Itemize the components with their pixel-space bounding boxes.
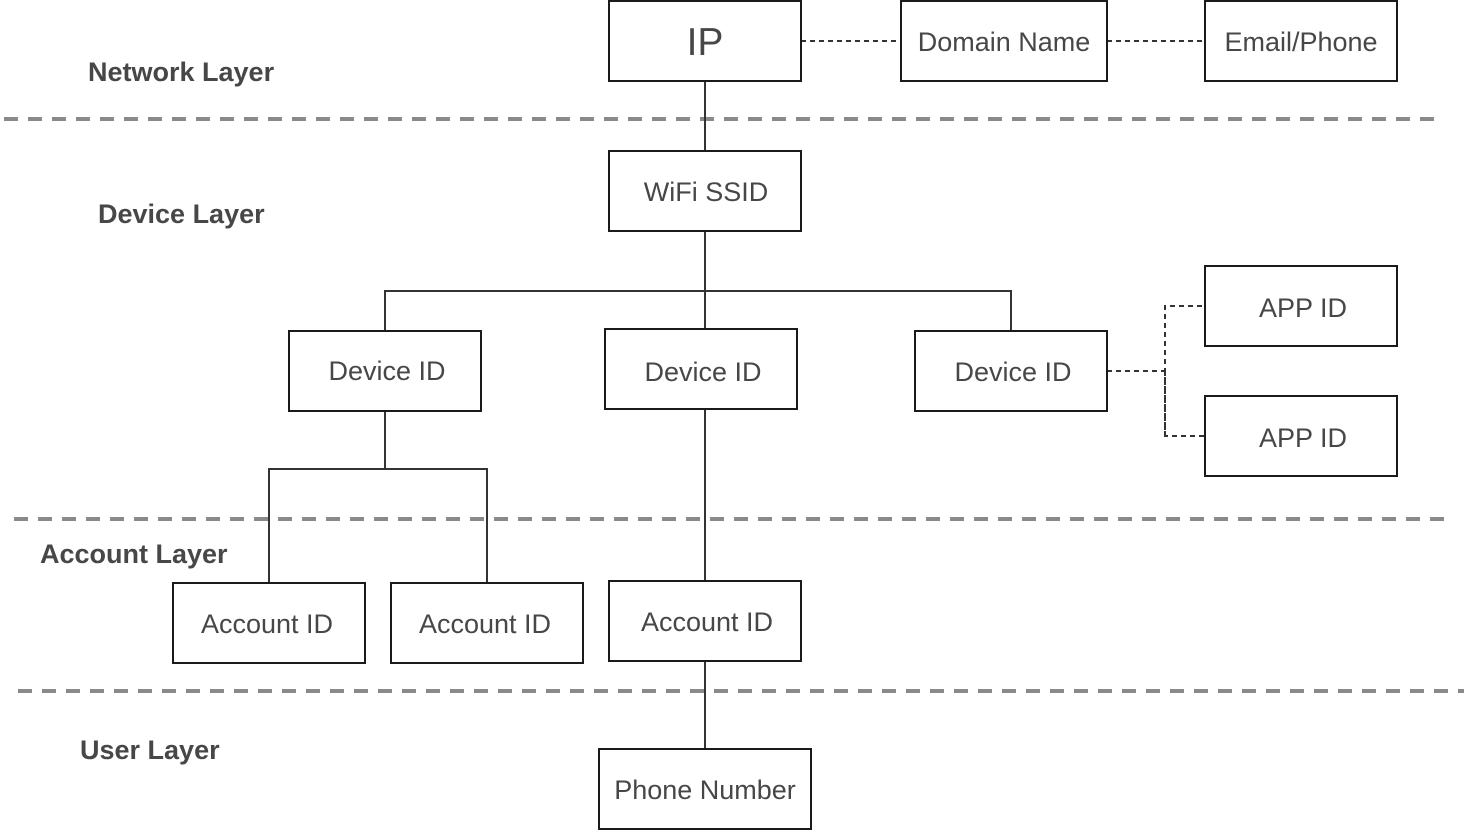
node-account-id-3: Account ID xyxy=(608,580,802,662)
node-wifi-ssid-label: WiFi SSID xyxy=(644,177,769,207)
node-phone-number: Phone Number xyxy=(598,748,812,830)
edge-bus-device1 xyxy=(384,290,705,331)
layer-label-account: Account Layer xyxy=(40,539,228,569)
node-device-id-1: Device ID xyxy=(288,330,482,412)
edge-to-app-id-1 xyxy=(1164,305,1205,436)
node-device-id-3-label: Device ID xyxy=(954,357,1071,387)
edge-bus-device3 xyxy=(705,290,1012,331)
node-account-id-2: Account ID xyxy=(390,582,584,664)
node-domain-name: Domain Name xyxy=(900,0,1108,82)
node-account-id-3-label: Account ID xyxy=(641,607,773,637)
edge-to-app-id-2 xyxy=(1164,371,1205,437)
node-device-id-2-label: Device ID xyxy=(644,357,761,387)
node-account-id-2-label: Account ID xyxy=(419,609,551,639)
layer-label-device: Device Layer xyxy=(98,199,265,229)
layer-label-network: Network Layer xyxy=(88,57,275,87)
node-device-id-1-label: Device ID xyxy=(328,356,445,386)
node-app-id-1: APP ID xyxy=(1204,265,1398,347)
node-account-id-1-label: Account ID xyxy=(201,609,333,639)
node-device-id-2: Device ID xyxy=(604,328,798,410)
node-domain-name-label: Domain Name xyxy=(918,27,1091,57)
edge-branch-account1 xyxy=(268,468,488,583)
layer-label-user: User Layer xyxy=(80,735,220,765)
node-email-phone-label: Email/Phone xyxy=(1224,27,1377,57)
node-app-id-1-label: APP ID xyxy=(1259,293,1347,323)
node-device-id-3: Device ID xyxy=(914,330,1108,412)
node-phone-number-label: Phone Number xyxy=(614,775,796,805)
node-ip: IP xyxy=(608,0,802,82)
node-ip-label: IP xyxy=(687,21,724,64)
node-email-phone: Email/Phone xyxy=(1204,0,1398,82)
node-app-id-2: APP ID xyxy=(1204,395,1398,477)
node-account-id-1: Account ID xyxy=(172,582,366,664)
node-wifi-ssid: WiFi SSID xyxy=(608,150,802,232)
node-app-id-2-label: APP ID xyxy=(1259,423,1347,453)
